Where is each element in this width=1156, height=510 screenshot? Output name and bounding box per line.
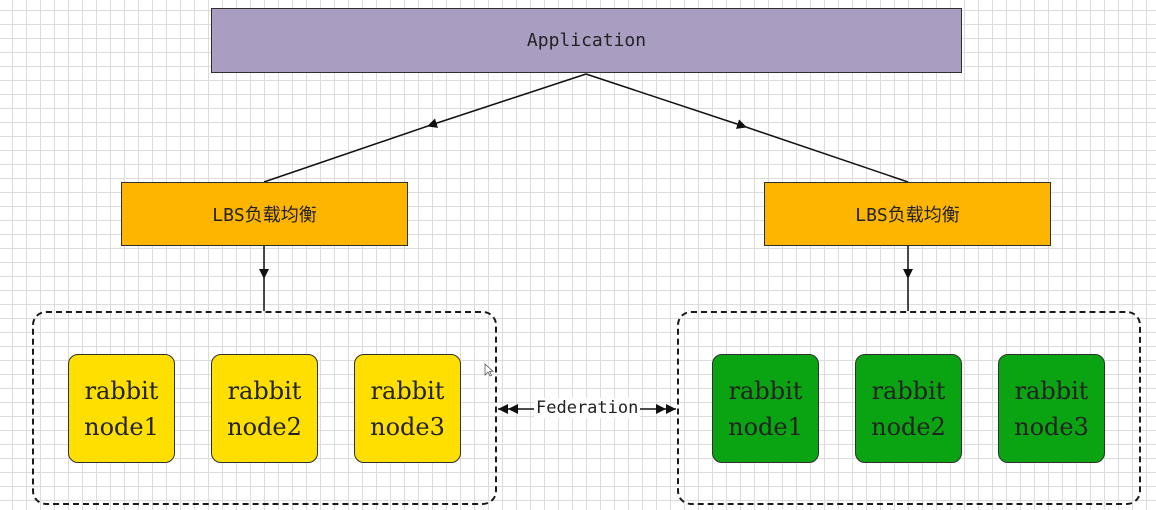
federation-right-arrowhead-inner xyxy=(656,404,666,414)
node-id-line: node3 xyxy=(370,412,445,441)
federation-label: Federation xyxy=(534,398,641,418)
app-to-lbs-left-line-upper xyxy=(427,73,587,128)
right-rabbit-node1[interactable]: rabbit node1 xyxy=(712,354,819,463)
node-id-line: node2 xyxy=(871,412,946,441)
federation-right-arrowhead-outer xyxy=(666,404,676,414)
mouse-pointer-icon xyxy=(484,363,494,377)
right-cluster-group[interactable] xyxy=(677,311,1141,505)
node-id-line: node1 xyxy=(84,412,159,441)
left-rabbit-node3[interactable]: rabbit node3 xyxy=(354,354,461,463)
left-rabbit-node1[interactable]: rabbit node1 xyxy=(68,354,175,463)
app-to-lbs-right-line-lower xyxy=(745,126,909,183)
load-balancer-right-label: LBS负载均衡 xyxy=(855,205,960,226)
node-id-line: node2 xyxy=(227,412,302,441)
federation-left-arrowhead-outer xyxy=(498,404,508,414)
node-name-line: rabbit xyxy=(84,376,159,405)
federation-left-arrowhead-inner xyxy=(508,404,518,414)
node-name-line: rabbit xyxy=(871,376,946,405)
node-id-line: node3 xyxy=(1014,412,1089,441)
node-name-line: rabbit xyxy=(1014,376,1089,405)
left-rabbit-node2[interactable]: rabbit node2 xyxy=(211,354,318,463)
right-rabbit-node3[interactable]: rabbit node3 xyxy=(998,354,1105,463)
node-name-line: rabbit xyxy=(728,376,803,405)
app-to-lbs-right-line-upper xyxy=(585,73,747,129)
node-name-line: rabbit xyxy=(370,376,445,405)
right-rabbit-node2[interactable]: rabbit node2 xyxy=(855,354,962,463)
application-box[interactable]: Application xyxy=(211,8,962,73)
app-to-lbs-left-line-lower xyxy=(263,125,429,183)
left-cluster-group[interactable] xyxy=(32,311,497,505)
load-balancer-right[interactable]: LBS负载均衡 xyxy=(764,182,1051,246)
load-balancer-left[interactable]: LBS负载均衡 xyxy=(121,182,408,246)
load-balancer-left-label: LBS负载均衡 xyxy=(212,205,317,226)
node-name-line: rabbit xyxy=(227,376,302,405)
application-label: Application xyxy=(526,30,647,51)
node-id-line: node1 xyxy=(728,412,803,441)
